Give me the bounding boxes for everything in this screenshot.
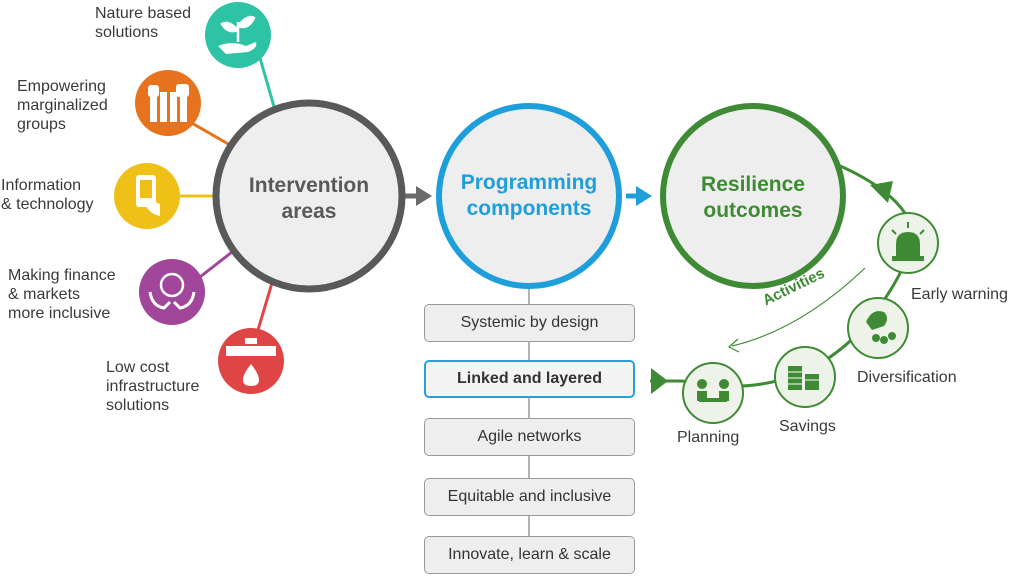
- intervention-label-information: Information & technology: [1, 177, 94, 213]
- resilience-ring: [660, 103, 846, 289]
- activity-label-early-warning: Early warning: [911, 286, 1008, 303]
- component-box-highlighted: Linked and layered: [424, 360, 635, 398]
- component-box: Systemic by design: [424, 304, 635, 342]
- programming-ring: [436, 103, 622, 289]
- alarm-light-icon: [877, 212, 939, 274]
- hands-dollar-icon: [139, 259, 205, 325]
- intervention-ring-title: Intervention areas: [248, 174, 370, 223]
- arrow-programming-to-resilience: [626, 186, 652, 206]
- meeting-people-icon: [682, 362, 744, 424]
- resilience-ring-title: Resilience outcomes: [701, 173, 805, 222]
- intervention-label-empowering: Empowering marginalized groups: [17, 78, 108, 133]
- programming-ring-title: Programming components: [460, 171, 598, 220]
- water-pipe-icon: [218, 328, 284, 394]
- intervention-label-finance: Making finance & markets more inclusive: [8, 267, 116, 322]
- activity-label-savings: Savings: [779, 418, 836, 435]
- coin-stacks-icon: [774, 346, 836, 408]
- hand-holding-phone-icon: [114, 163, 180, 229]
- spoke-nature: [258, 57, 277, 111]
- loop-arrowhead-top: [870, 181, 893, 203]
- component-box: Agile networks: [424, 418, 635, 456]
- activity-label-diversification: Diversification: [857, 369, 957, 386]
- arrow-intervention-to-programming: [404, 186, 432, 206]
- livestock-crops-icon: [847, 297, 909, 359]
- component-box: Innovate, learn & scale: [424, 536, 635, 574]
- spoke-finance: [199, 250, 233, 279]
- raised-hands-icon: [135, 70, 201, 136]
- activities-arrow: [731, 267, 866, 347]
- intervention-label-nature: Nature based solutions: [95, 5, 192, 41]
- intervention-ring: [212, 99, 406, 293]
- spoke-infrastructure: [256, 282, 274, 331]
- loop-arrowhead-left: [651, 368, 668, 394]
- activities-loop: [650, 163, 914, 388]
- intervention-label-infrastructure: Low cost infrastructure solutions: [106, 359, 200, 414]
- activities-arrowhead: [727, 338, 740, 353]
- spoke-empowering: [189, 120, 231, 147]
- activity-label-planning: Planning: [677, 429, 740, 446]
- seedling-in-hand-icon: [205, 2, 271, 68]
- component-box: Equitable and inclusive: [424, 478, 635, 516]
